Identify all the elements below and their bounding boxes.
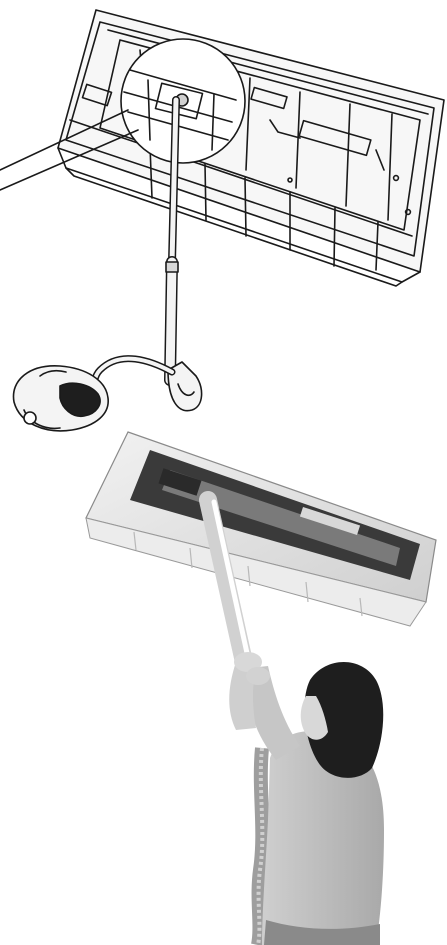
ac-indoor-unit-photo bbox=[86, 432, 436, 626]
photograph-panel bbox=[0, 430, 447, 945]
person-vacuuming-photo bbox=[0, 430, 447, 945]
ac-vacuum-line-drawing bbox=[0, 0, 447, 440]
ac-indoor-unit-drawing bbox=[58, 10, 444, 286]
line-drawing-panel bbox=[0, 0, 447, 440]
